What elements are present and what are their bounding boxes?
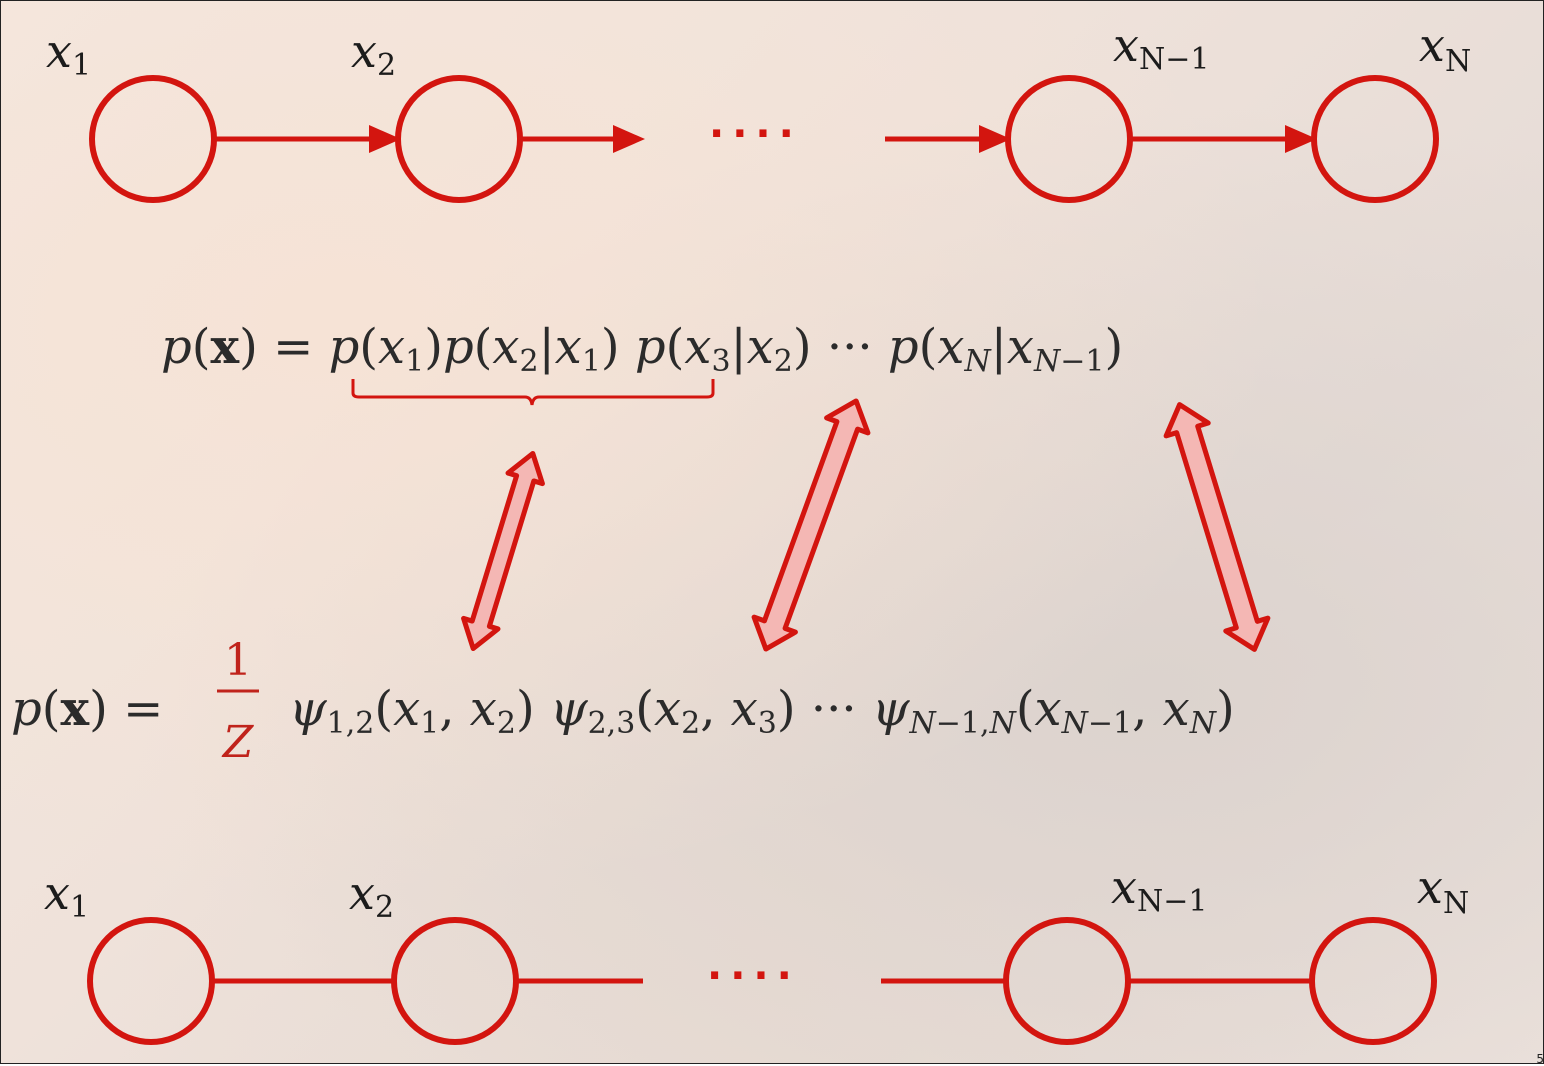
node-label-xN-bottom: xN xyxy=(1417,860,1469,921)
node-label-x1-bottom: x1 xyxy=(44,866,89,925)
node-xN-bottom xyxy=(1312,920,1434,1042)
fraction-denominator: Z xyxy=(221,717,255,768)
double-arrow-3 xyxy=(1159,398,1276,656)
arrowhead-x2-out xyxy=(613,125,645,153)
equation-directed-text: p(x) = p(x1)p(x2|x1) p(x3|x2) ··· p(xN|x… xyxy=(161,319,1123,379)
underbrace xyxy=(353,379,713,405)
equation-undirected: p(x) = 1 Z ψ1,2(x1, x2) ψ2,3(x2, x3) ···… xyxy=(11,635,1235,768)
node-label-xN-1: xN−1 xyxy=(1113,18,1209,77)
node-label-x2: x2 xyxy=(351,24,396,83)
node-x2-bottom xyxy=(394,920,516,1042)
node-label-x1: x1 xyxy=(46,24,91,83)
double-arrow-1 xyxy=(456,448,550,654)
node-label-x2-bottom: x2 xyxy=(349,866,394,925)
equation-undirected-lhs: p(x) = xyxy=(11,681,163,737)
node-x1 xyxy=(92,78,214,200)
equation-directed: p(x) = p(x1)p(x2|x1) p(x3|x2) ··· p(xN|x… xyxy=(161,319,1123,405)
ellipsis-bottom: ···· xyxy=(707,953,800,999)
fraction-numerator: 1 xyxy=(224,635,252,686)
node-label-xN: xN xyxy=(1419,18,1471,79)
double-arrow-2 xyxy=(745,393,877,656)
node-xN xyxy=(1314,78,1436,200)
node-x1-bottom xyxy=(90,920,212,1042)
undirected-chain: x1 x2 xN−1 xN ···· xyxy=(44,860,1469,1042)
node-label-xN-1-bottom: xN−1 xyxy=(1111,860,1207,919)
node-xN-1 xyxy=(1008,78,1130,200)
node-x2 xyxy=(398,78,520,200)
correspondence-arrows xyxy=(456,393,1275,656)
equation-undirected-terms: ψ1,2(x1, x2) ψ2,3(x2, x3) ··· ψN−1,N(xN−… xyxy=(289,681,1235,741)
directed-chain: x1 x2 xN−1 xN ···· xyxy=(46,18,1471,200)
ellipsis-top: ···· xyxy=(709,111,802,157)
node-xN-1-bottom xyxy=(1006,920,1128,1042)
